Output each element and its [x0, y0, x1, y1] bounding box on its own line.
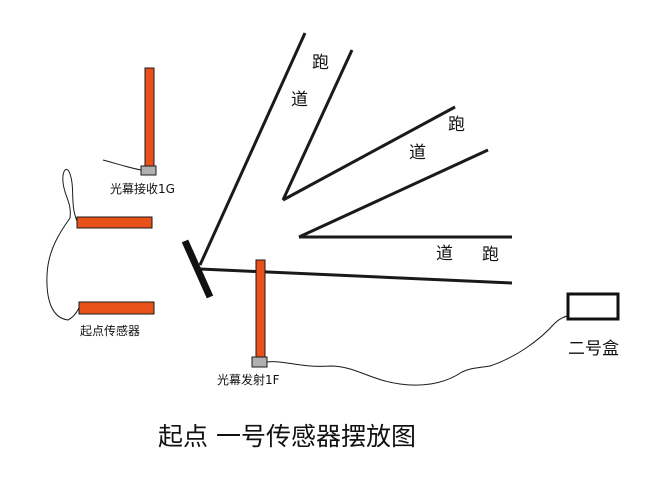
box-2: 二号盒 [566, 292, 620, 359]
lane-3-label-char-2: 道 [436, 244, 453, 264]
start-sensor-cable [46, 168, 80, 321]
start-sensor-lower-bar [78, 301, 155, 315]
lane-3: 跑 道 [199, 235, 513, 285]
start-sensor-label: 起点传感器 [80, 323, 140, 338]
start-sensor: 起点传感器 [76, 216, 155, 338]
emitter-label: 光幕发射1F [217, 372, 280, 387]
start-sensor-upper-bar [76, 216, 153, 229]
lane-2: 跑 道 [282, 105, 489, 239]
receiver-label: 光幕接收1G [110, 181, 175, 196]
emitter-base [251, 356, 268, 368]
box-2-rect [566, 292, 620, 321]
box-2-label: 二号盒 [568, 339, 619, 359]
diagram-caption: 起点 一号传感器摆放图 [158, 422, 416, 451]
lane-1: 跑 道 [198, 32, 354, 266]
lane-1-outer-line [198, 32, 307, 266]
lane-1-label-char-1: 跑 [312, 53, 329, 73]
lane-2-upper-line [282, 105, 456, 202]
light-curtain-emitter: 光幕发射1F [217, 259, 280, 387]
lane-1-label-char-2: 道 [291, 90, 308, 110]
lane-2-lower-line [298, 148, 489, 239]
receiver-cable [102, 159, 142, 171]
lane-2-label-char-1: 跑 [448, 115, 465, 135]
reflector-plate [181, 239, 214, 299]
receiver-bar [144, 67, 155, 167]
emitter-to-box-cable [266, 314, 572, 386]
receiver-base [140, 165, 157, 176]
lane-2-label-char-2: 道 [409, 143, 426, 163]
lane-3-lower-line [199, 267, 513, 285]
lane-1-inner-line [281, 49, 354, 201]
lane-3-label-char-1: 跑 [482, 245, 499, 265]
light-curtain-receiver: 光幕接收1G [110, 67, 175, 196]
emitter-bar [255, 259, 266, 358]
